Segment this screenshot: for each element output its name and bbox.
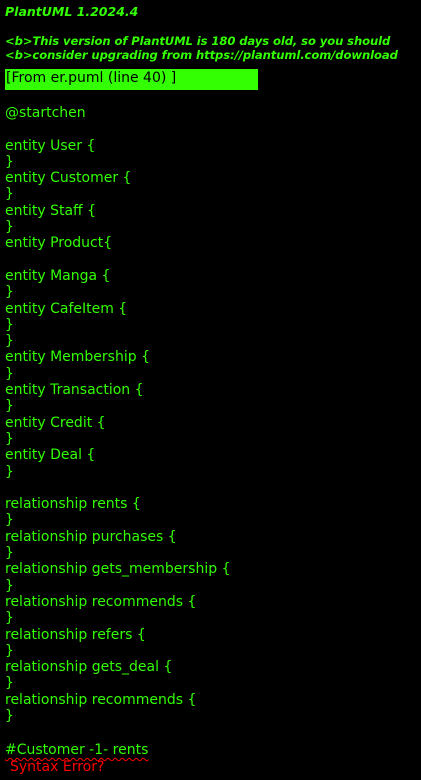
code-line: } bbox=[5, 610, 14, 627]
code-line: } bbox=[5, 333, 14, 350]
error-source-line: #Customer -1- rents bbox=[5, 742, 149, 758]
code-line: } bbox=[5, 463, 14, 480]
code-line: relationship recommends { bbox=[5, 593, 197, 610]
code-line: relationship gets_membership { bbox=[5, 561, 231, 578]
outdated-warning-line-1: <b>This version of PlantUML is 180 days … bbox=[5, 34, 391, 48]
code-line bbox=[5, 121, 230, 137]
code-line: } bbox=[5, 153, 14, 170]
code-line: @startchen bbox=[5, 105, 86, 121]
code-line: } bbox=[5, 284, 14, 301]
code-line: } bbox=[5, 642, 14, 659]
code-line: entity Deal { bbox=[5, 447, 96, 464]
code-line: entity Staff { bbox=[5, 202, 97, 219]
code-line: } bbox=[5, 577, 14, 594]
source-file-reference-label: [From er.puml (line 40) ] bbox=[6, 70, 177, 86]
code-line: } bbox=[5, 365, 14, 382]
code-line: } bbox=[5, 398, 14, 415]
code-line: } bbox=[5, 707, 14, 724]
code-line: entity Credit { bbox=[5, 414, 106, 431]
code-line: } bbox=[5, 512, 14, 529]
code-line: relationship gets_deal { bbox=[5, 659, 173, 676]
code-line: entity Product{ bbox=[5, 235, 113, 252]
plantuml-version-title: PlantUML 1.2024.4 bbox=[5, 4, 139, 19]
code-line: } bbox=[5, 219, 14, 236]
code-line: } bbox=[5, 545, 14, 562]
syntax-error-message: Syntax Error? bbox=[10, 759, 105, 775]
code-line: } bbox=[5, 430, 14, 447]
source-file-reference: [From er.puml (line 40) ] bbox=[5, 69, 258, 90]
code-line: } bbox=[5, 186, 14, 203]
code-line: relationship recommends { bbox=[5, 691, 197, 708]
code-line: } bbox=[5, 675, 14, 692]
code-line bbox=[5, 252, 230, 268]
code-line: entity Membership { bbox=[5, 349, 150, 366]
code-line: entity CafeItem { bbox=[5, 300, 128, 317]
code-line: relationship purchases { bbox=[5, 528, 177, 545]
code-line: relationship refers { bbox=[5, 626, 146, 643]
code-line: entity Manga { bbox=[5, 267, 111, 284]
code-line: } bbox=[5, 316, 14, 333]
code-line: entity User { bbox=[5, 137, 96, 154]
code-line bbox=[5, 480, 230, 496]
outdated-warning-line-2: <b>consider upgrading from https://plant… bbox=[5, 48, 398, 62]
code-line: entity Customer { bbox=[5, 170, 132, 187]
code-line: relationship rents { bbox=[5, 496, 141, 513]
code-line: entity Transaction { bbox=[5, 382, 144, 399]
